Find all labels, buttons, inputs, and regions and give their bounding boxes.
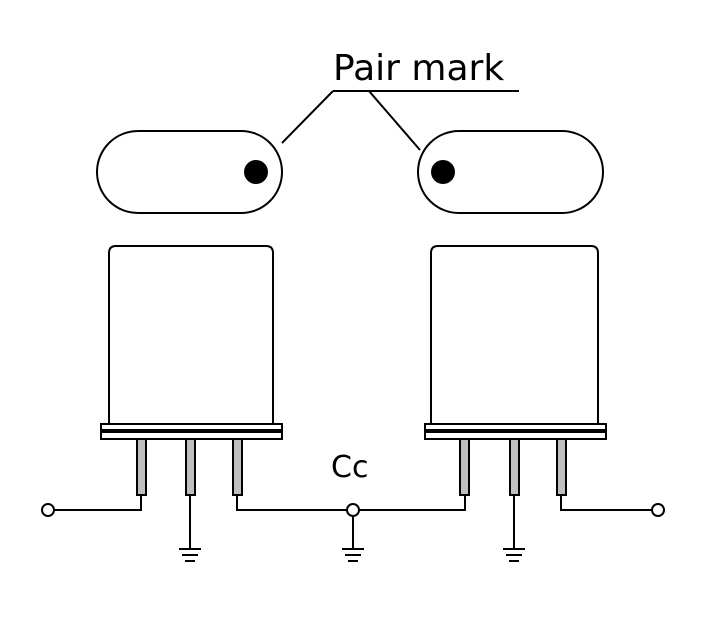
pin-left-3 — [232, 438, 243, 496]
pin-left-2 — [185, 438, 196, 496]
pair-mark-leader-right — [368, 90, 421, 151]
wire-output — [560, 495, 652, 511]
circuit-wiring — [54, 495, 652, 548]
pair-mark-leader-left — [281, 90, 334, 144]
oval-outline-left — [96, 130, 283, 214]
coupling-capacitor-label: Cc — [331, 450, 368, 485]
coupling-capacitor-node — [346, 503, 360, 517]
ground-symbol-center — [342, 548, 364, 562]
wire-left-to-cc — [236, 495, 347, 511]
pin-left-1 — [136, 438, 147, 496]
pin-right-3 — [556, 438, 567, 496]
output-terminal — [651, 503, 665, 517]
pin-right-1 — [459, 438, 470, 496]
crystal-left-top-view — [96, 130, 283, 214]
pair-mark-callout: Pair mark — [281, 48, 519, 151]
crystal-right-top-view — [417, 130, 604, 214]
ground-symbol-left — [179, 548, 201, 562]
crystal-right-body — [424, 245, 607, 496]
oval-outline-right — [417, 130, 604, 214]
ground-symbol-right — [503, 548, 525, 562]
pair-mark-dot-left — [244, 160, 268, 184]
pair-mark-dot-right — [431, 160, 455, 184]
crystal-can-right — [430, 245, 599, 423]
crystal-left-body — [100, 245, 283, 496]
pair-mark-label: Pair mark — [333, 48, 504, 89]
crystal-can-left — [108, 245, 274, 423]
wire-cc-to-right — [359, 495, 466, 511]
pin-right-2 — [509, 438, 520, 496]
input-terminal — [41, 503, 55, 517]
wire-input — [54, 495, 142, 511]
